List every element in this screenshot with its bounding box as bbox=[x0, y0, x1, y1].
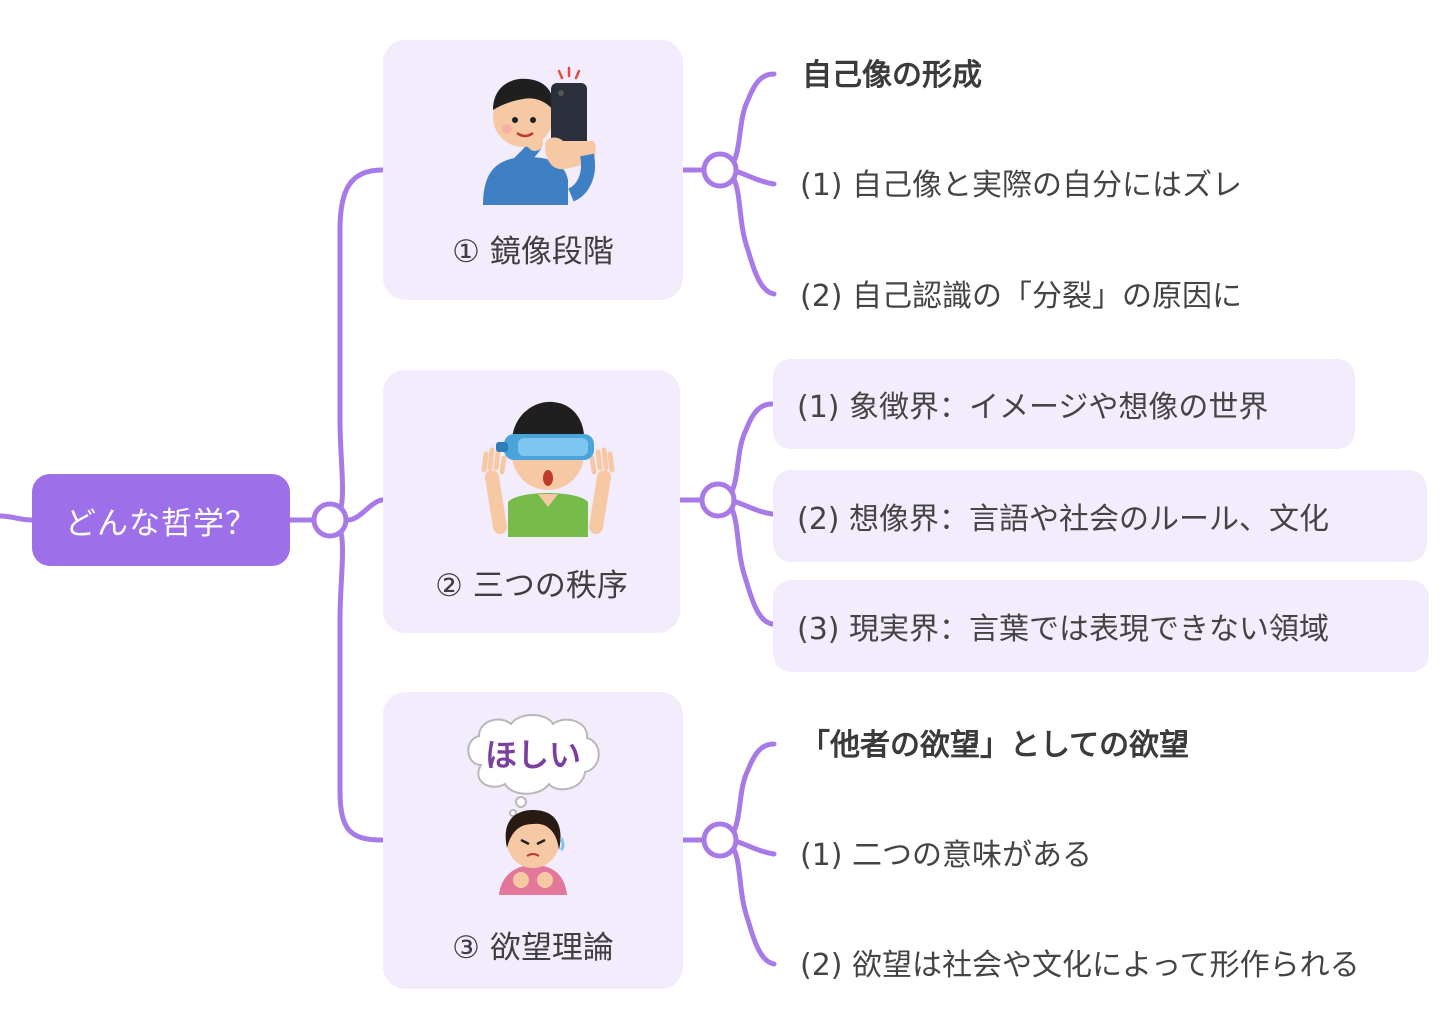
man-taking-selfie-illustration bbox=[483, 66, 596, 205]
leaf-real-order[interactable]: (3) 現実界：言葉では表現できない領域 bbox=[773, 580, 1429, 672]
branch-card-desire-theory[interactable]: ほしい ③ 欲望理論 bbox=[383, 692, 683, 989]
leaf-imaginary-order[interactable]: (2) 想像界：言語や社会のルール、文化 bbox=[773, 470, 1427, 562]
branch-label-three-orders: ② 三つの秩序 bbox=[435, 568, 628, 604]
thought-bubble-text: ほしい bbox=[485, 736, 581, 774]
leaf-self-recognition-split[interactable]: (2) 自己認識の「分裂」の原因に bbox=[800, 279, 1243, 314]
leaf-desire-of-other[interactable]: 「他者の欲望」としての欲望 bbox=[800, 728, 1190, 763]
branch-card-mirror-stage[interactable]: ① 鏡像段階 bbox=[383, 40, 683, 300]
girl-wanting-thought-bubble-illustration: ほしい bbox=[467, 714, 600, 895]
leaf-symbolic-order[interactable]: (1) 象徴界：イメージや想像の世界 bbox=[773, 359, 1355, 449]
branch-label-mirror-stage: ① 鏡像段階 bbox=[452, 234, 614, 270]
branch-label-desire-theory: ③ 欲望理論 bbox=[452, 930, 614, 966]
boy-vr-headset-illustration bbox=[481, 401, 615, 537]
leaf-desire-shaped-by-culture[interactable]: (2) 欲望は社会や文化によって形作られる bbox=[800, 948, 1360, 983]
root-topic-label: どんな哲学？ bbox=[65, 505, 257, 542]
root-topic-node[interactable]: どんな哲学？ bbox=[32, 474, 290, 566]
leaf-self-image-formation[interactable]: 自己像の形成 bbox=[802, 58, 982, 93]
leaf-self-image-gap[interactable]: (1) 自己像と実際の自分にはズレ bbox=[800, 168, 1243, 203]
leaf-two-meanings[interactable]: (1) 二つの意味がある bbox=[800, 838, 1093, 873]
branch-card-three-orders[interactable]: ② 三つの秩序 bbox=[383, 370, 680, 633]
